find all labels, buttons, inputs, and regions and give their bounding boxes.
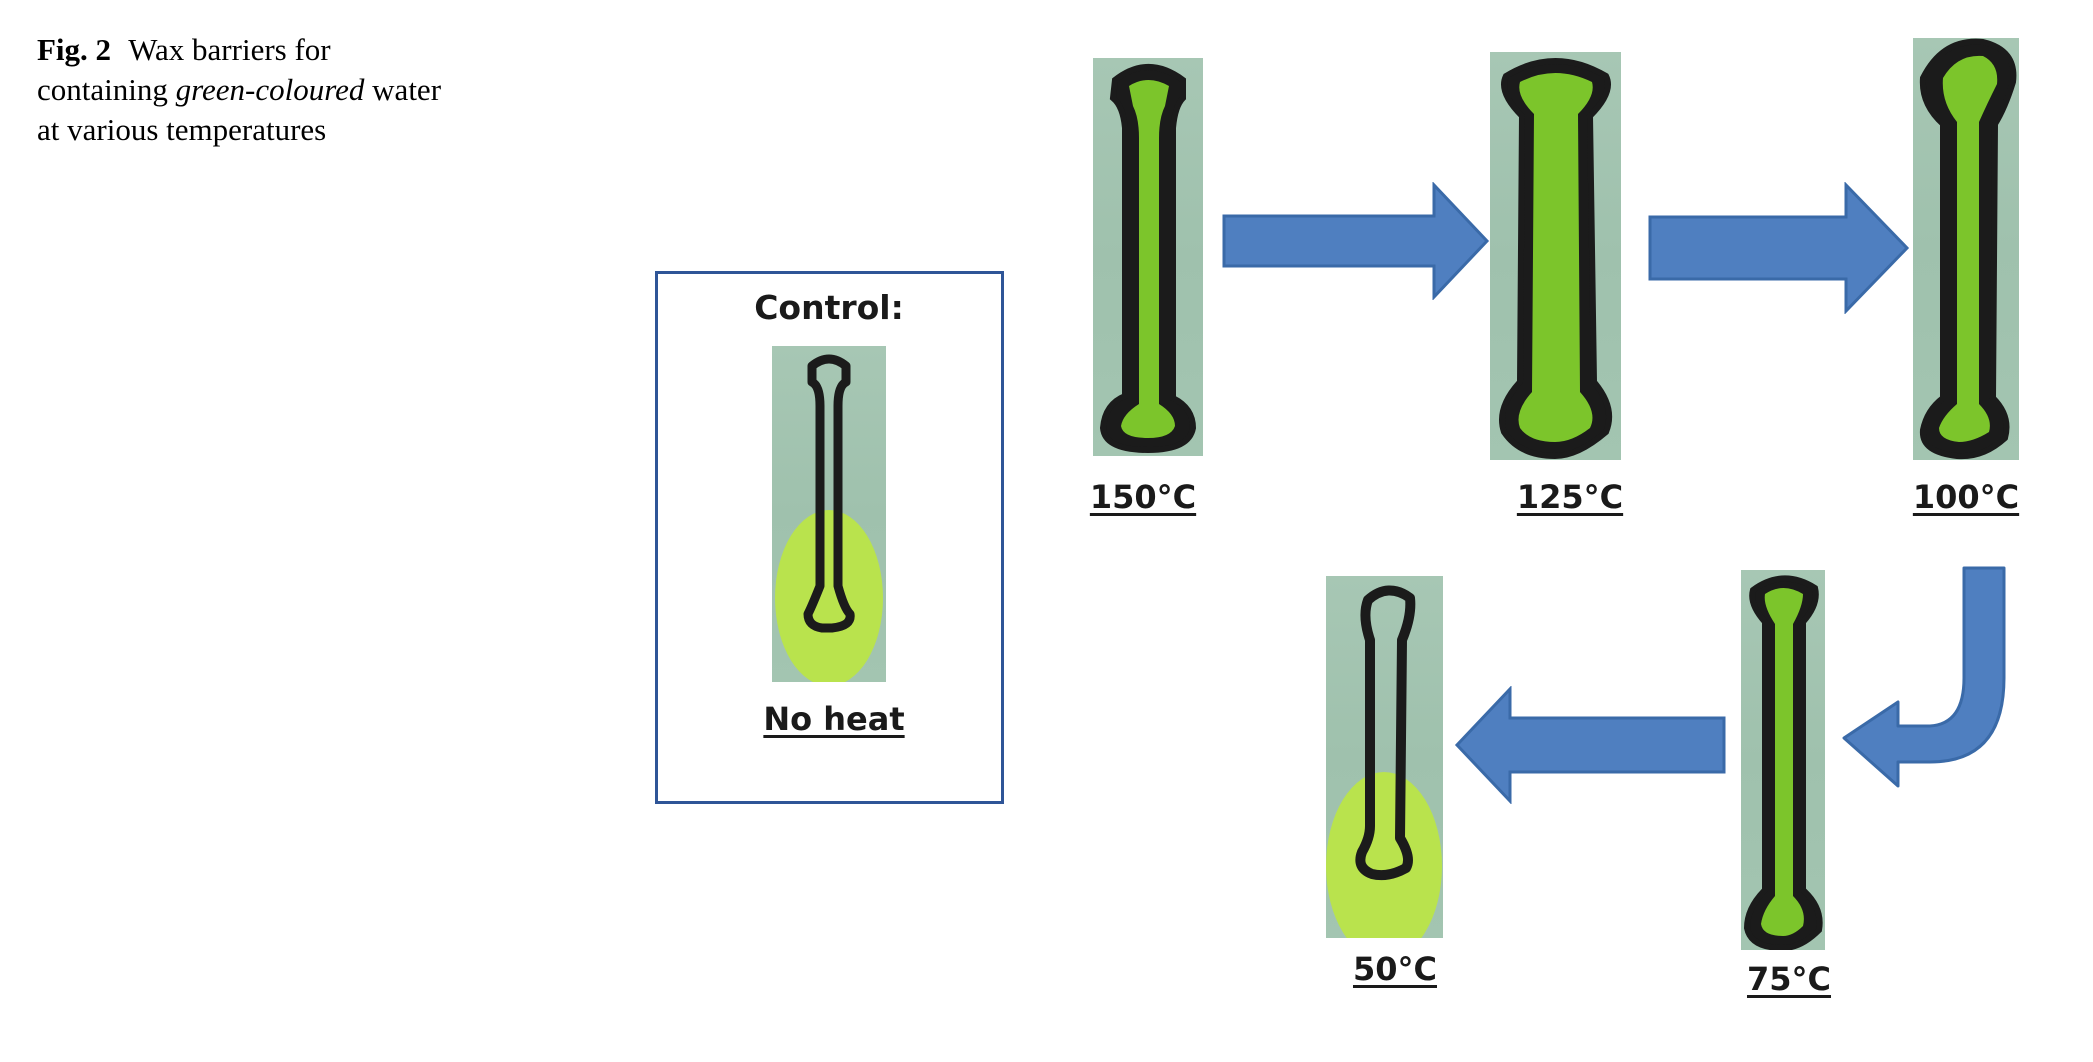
channel-75-drawing [1743,575,1823,950]
figure-caption: Fig. 2 Wax barriers for containing green… [37,30,467,150]
sample-label-125: 125°C [1516,478,1624,516]
arrow-100-to-75 [1840,566,2010,788]
arrow-75-to-50 [1454,686,1726,804]
sample-strip-150 [1093,58,1203,456]
sample-strip-125 [1490,52,1621,460]
channel-100-drawing [1919,38,2017,460]
sample-label-100: 100°C [1912,478,2020,516]
control-panel [655,271,1004,804]
sample-label-50: 50°C [1352,950,1438,988]
channel-150-drawing [1099,64,1197,454]
right-arrow-icon [1648,182,1910,314]
caption-text-after: water at various temperatures [37,72,442,147]
caption-text-before: Wax barriers for containing [37,32,331,107]
control-title: Control: [754,288,904,327]
control-channel-drawing [775,354,883,682]
right-arrow-icon [1222,182,1490,300]
left-arrow-icon [1454,686,1726,804]
arrow-150-to-125 [1222,182,1490,300]
arrow-125-to-100 [1648,182,1910,314]
sample-label-75: 75°C [1746,960,1832,998]
caption-text-emphasis: green-coloured [175,72,365,107]
channel-125-drawing [1499,58,1612,460]
figure-label: Fig. 2 [37,32,112,67]
sample-strip-50 [1326,576,1443,938]
control-label: No heat [763,700,905,738]
channel-50-drawing [1326,585,1442,938]
sample-label-150: 150°C [1089,478,1197,516]
control-paper-strip [772,346,886,682]
sample-strip-100 [1913,38,2019,460]
sample-strip-75 [1741,570,1825,950]
curved-down-left-arrow-icon [1842,566,2006,788]
